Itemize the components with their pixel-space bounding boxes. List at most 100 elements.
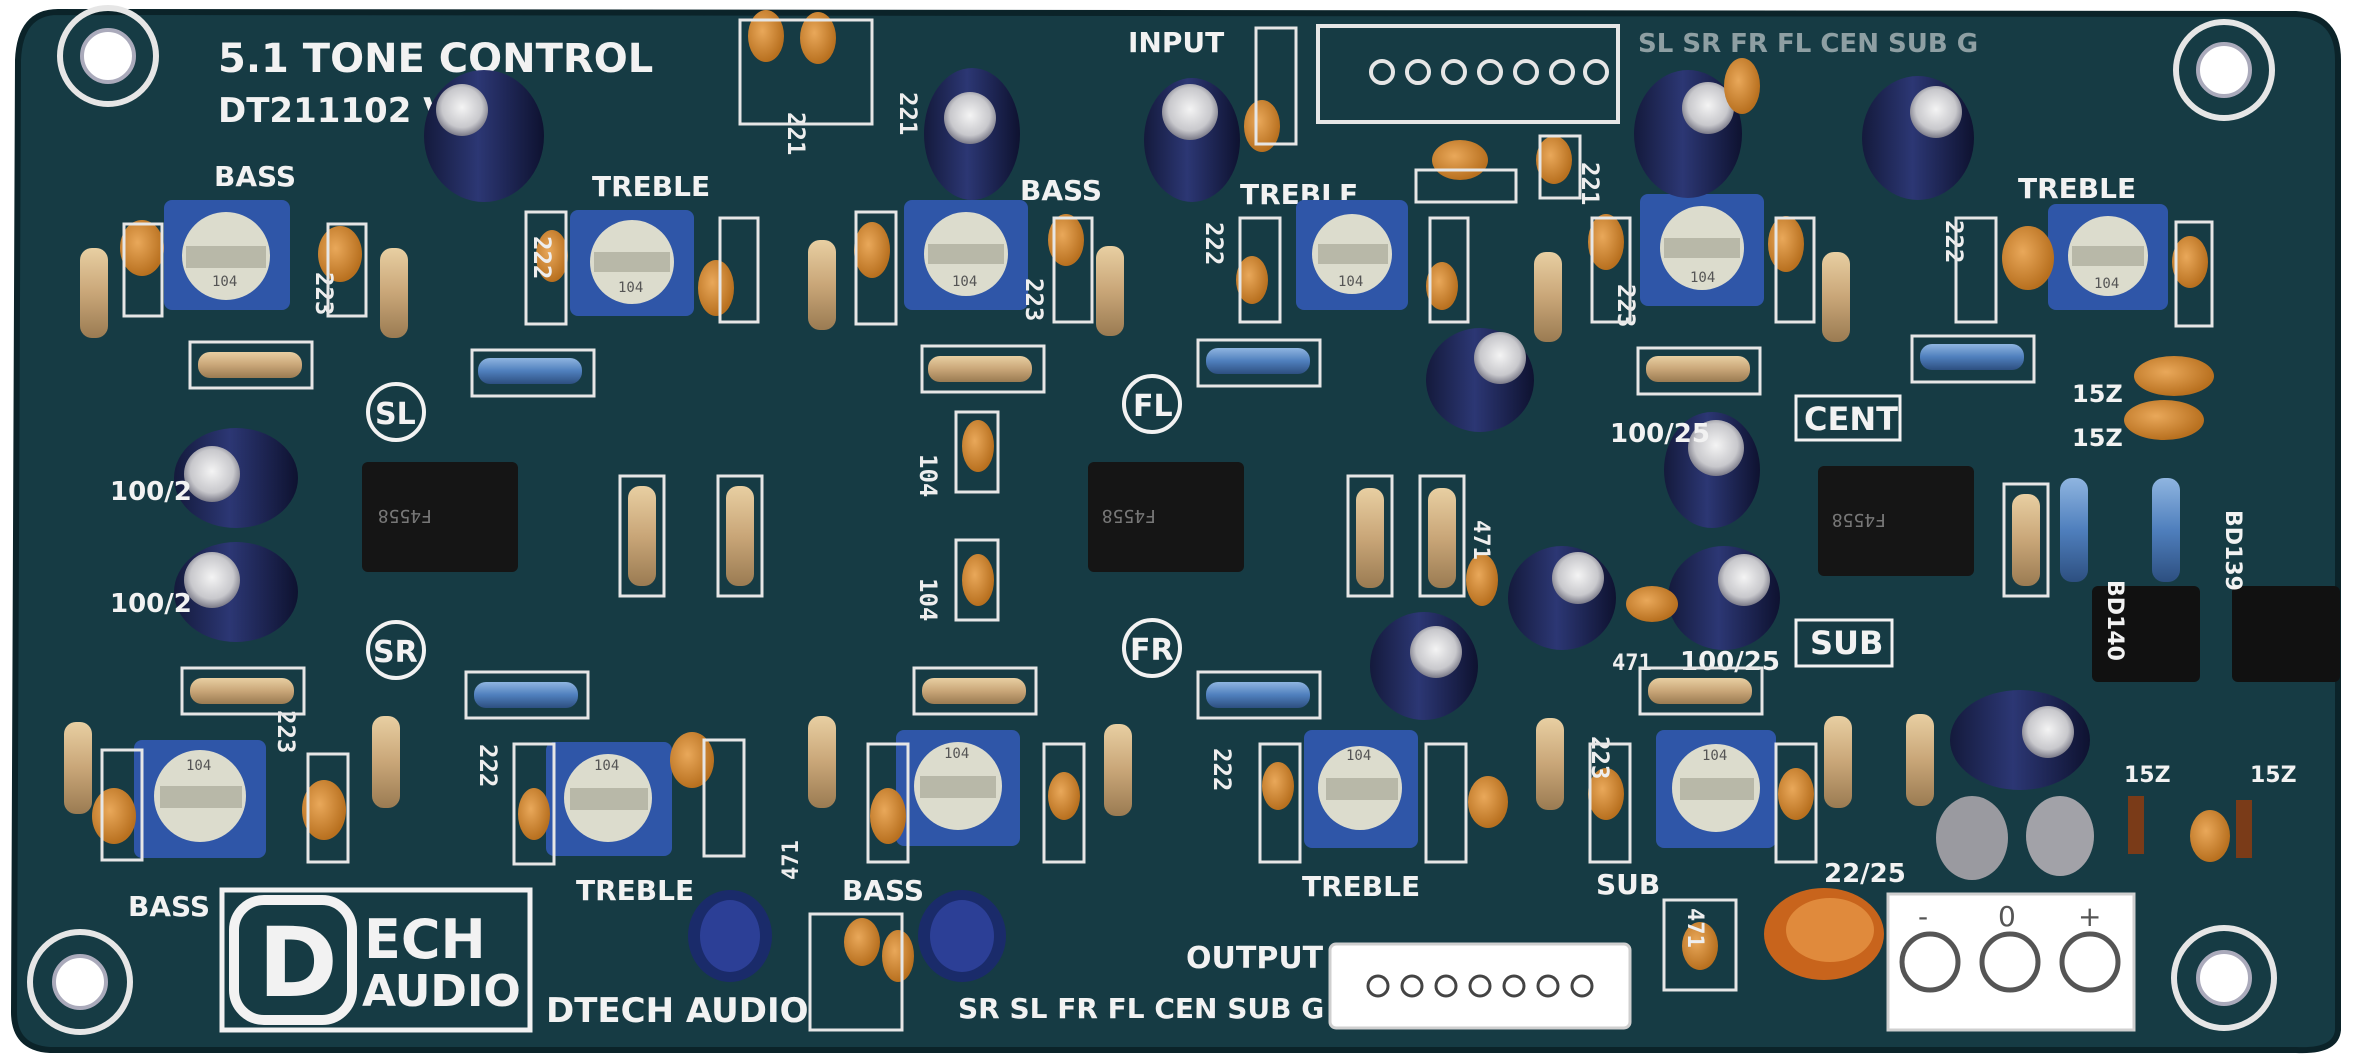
output-pin-labels: SR SL FR FL CEN SUB G xyxy=(958,992,1324,1025)
bass-label-fl: BASS xyxy=(1020,174,1102,207)
mount-hole-bottom-left xyxy=(27,929,133,1035)
svg-text:104: 104 xyxy=(914,578,942,621)
pot-treble-fl[interactable]: 104 xyxy=(1296,200,1408,310)
pot-bass-fl[interactable]: 104 xyxy=(904,200,1028,310)
dtech-logo: D ECH AUDIO xyxy=(219,887,533,1033)
pot-bass-sr[interactable]: 104 xyxy=(134,740,266,858)
output-label: OUTPUT xyxy=(1186,941,1324,976)
sub-box-label: SUB xyxy=(1810,624,1883,662)
bass-label-sl: BASS xyxy=(214,160,296,193)
ic-opamp-right: F4558 xyxy=(1818,466,1974,576)
mount-hole-bottom-right xyxy=(2171,925,2277,1031)
svg-text:223: 223 xyxy=(310,272,338,315)
pot-bass-cent[interactable]: 104 xyxy=(1640,194,1764,306)
svg-text:471: 471 xyxy=(1468,520,1493,560)
svg-text:100/2: 100/2 xyxy=(110,477,192,507)
input-connector-pins xyxy=(1369,59,1609,85)
svg-text:223: 223 xyxy=(272,710,300,753)
value-labels: 221 221 221 222 222 222 223 223 223 223 … xyxy=(110,92,2297,948)
svg-text:104: 104 xyxy=(952,274,977,290)
input-label: INPUT xyxy=(1128,26,1224,59)
svg-text:104: 104 xyxy=(1690,270,1715,286)
output-connector-pins xyxy=(1366,974,1594,998)
logo-letter: D xyxy=(258,907,338,1019)
svg-text:104: 104 xyxy=(594,758,619,774)
ecap-center-1 xyxy=(1426,328,1534,432)
svg-text:15Z: 15Z xyxy=(2072,424,2123,452)
logo-line1: ECH xyxy=(364,908,486,971)
svg-text:100/25: 100/25 xyxy=(1610,419,1710,449)
ecap-bottom-2 xyxy=(918,890,1006,982)
board-title: 5.1 TONE CONTROL xyxy=(218,36,653,82)
terminal-zero: 0 xyxy=(1998,900,2016,933)
svg-text:F4558: F4558 xyxy=(378,505,432,526)
svg-text:104: 104 xyxy=(2094,276,2119,292)
mount-hole-top-right xyxy=(2173,19,2275,121)
channel-fl-marker: FL xyxy=(1122,374,1182,434)
pot-treble-fr[interactable]: 104 xyxy=(1304,730,1418,848)
svg-text:104: 104 xyxy=(618,280,643,296)
ecap-right-2 xyxy=(1508,546,1616,650)
svg-text:15Z: 15Z xyxy=(2124,763,2171,788)
pot-bass-sl[interactable]: 104 xyxy=(164,200,290,310)
ecap-bottom-1 xyxy=(688,890,772,982)
bass-label-fr: BASS xyxy=(842,874,924,907)
pot-treble-sl[interactable]: 104 xyxy=(570,210,694,316)
electrolytic-capacitors xyxy=(174,68,2090,982)
ecap-power-1 xyxy=(1950,690,2090,790)
svg-text:FL: FL xyxy=(1133,389,1173,424)
terminal-plus: + xyxy=(2078,900,2101,933)
ecap-right-3 xyxy=(1668,546,1780,650)
svg-text:221: 221 xyxy=(782,112,810,155)
bass-label-sr: BASS xyxy=(128,890,210,923)
grey-capacitors xyxy=(1936,796,2252,880)
cent-label: CENT xyxy=(1804,400,1898,438)
ecap-right-1 xyxy=(1664,412,1760,528)
svg-text:100/25: 100/25 xyxy=(1680,647,1780,677)
ecap-top-2 xyxy=(924,68,1020,200)
svg-text:100/2: 100/2 xyxy=(110,589,192,619)
ecap-top-1 xyxy=(424,70,544,202)
svg-text:22/25: 22/25 xyxy=(1824,859,1906,889)
pot-bass-fr[interactable]: 104 xyxy=(896,730,1020,846)
svg-text:222: 222 xyxy=(528,236,556,279)
svg-text:471: 471 xyxy=(779,840,804,880)
component-outlines xyxy=(100,18,2214,1032)
ceramic-capacitors xyxy=(92,10,2230,982)
treble-label-sr: TREBLE xyxy=(576,874,694,907)
svg-text:F4558: F4558 xyxy=(1102,505,1156,526)
cent-box xyxy=(1794,394,1902,442)
svg-text:104: 104 xyxy=(944,746,969,762)
svg-text:471: 471 xyxy=(1682,908,1707,948)
ecap-orange xyxy=(1764,888,1884,980)
svg-text:222: 222 xyxy=(1940,220,1968,263)
pot-treble-sr[interactable]: 104 xyxy=(546,742,672,856)
mount-hole-top-left xyxy=(57,5,159,107)
svg-text:104: 104 xyxy=(1338,274,1363,290)
terminal-minus: - xyxy=(1918,900,1928,933)
svg-text:SR: SR xyxy=(373,635,418,670)
sub-label: SUB xyxy=(1596,868,1660,901)
ecap-top-4 xyxy=(1634,70,1742,198)
svg-text:104: 104 xyxy=(1346,748,1371,764)
svg-text:221: 221 xyxy=(894,92,922,135)
transistors: BD140 BD139 xyxy=(2092,510,2340,682)
input-pin-labels: SL SR FR FL CEN SUB G xyxy=(1638,29,1978,59)
treble-label-cent: TREBLE xyxy=(2018,172,2136,205)
ecap-left-1 xyxy=(174,428,298,528)
svg-text:222: 222 xyxy=(474,744,502,787)
svg-text:F4558: F4558 xyxy=(1832,509,1886,530)
pot-treble-cent[interactable]: 104 xyxy=(2048,204,2168,310)
svg-text:223: 223 xyxy=(1020,278,1048,321)
ic-opamp-left: F4558 xyxy=(362,462,518,572)
pot-sub[interactable]: 104 xyxy=(1656,730,1776,848)
channel-sl-marker: SL xyxy=(366,382,426,442)
svg-text:223: 223 xyxy=(1612,284,1640,327)
svg-text:15Z: 15Z xyxy=(2072,380,2123,408)
bd139-label: BD139 xyxy=(2220,510,2245,591)
brand-text: DTECH AUDIO xyxy=(546,991,809,1031)
svg-text:SL: SL xyxy=(375,397,416,432)
svg-text:104: 104 xyxy=(212,274,237,290)
treble-label-fr: TREBLE xyxy=(1302,870,1420,903)
